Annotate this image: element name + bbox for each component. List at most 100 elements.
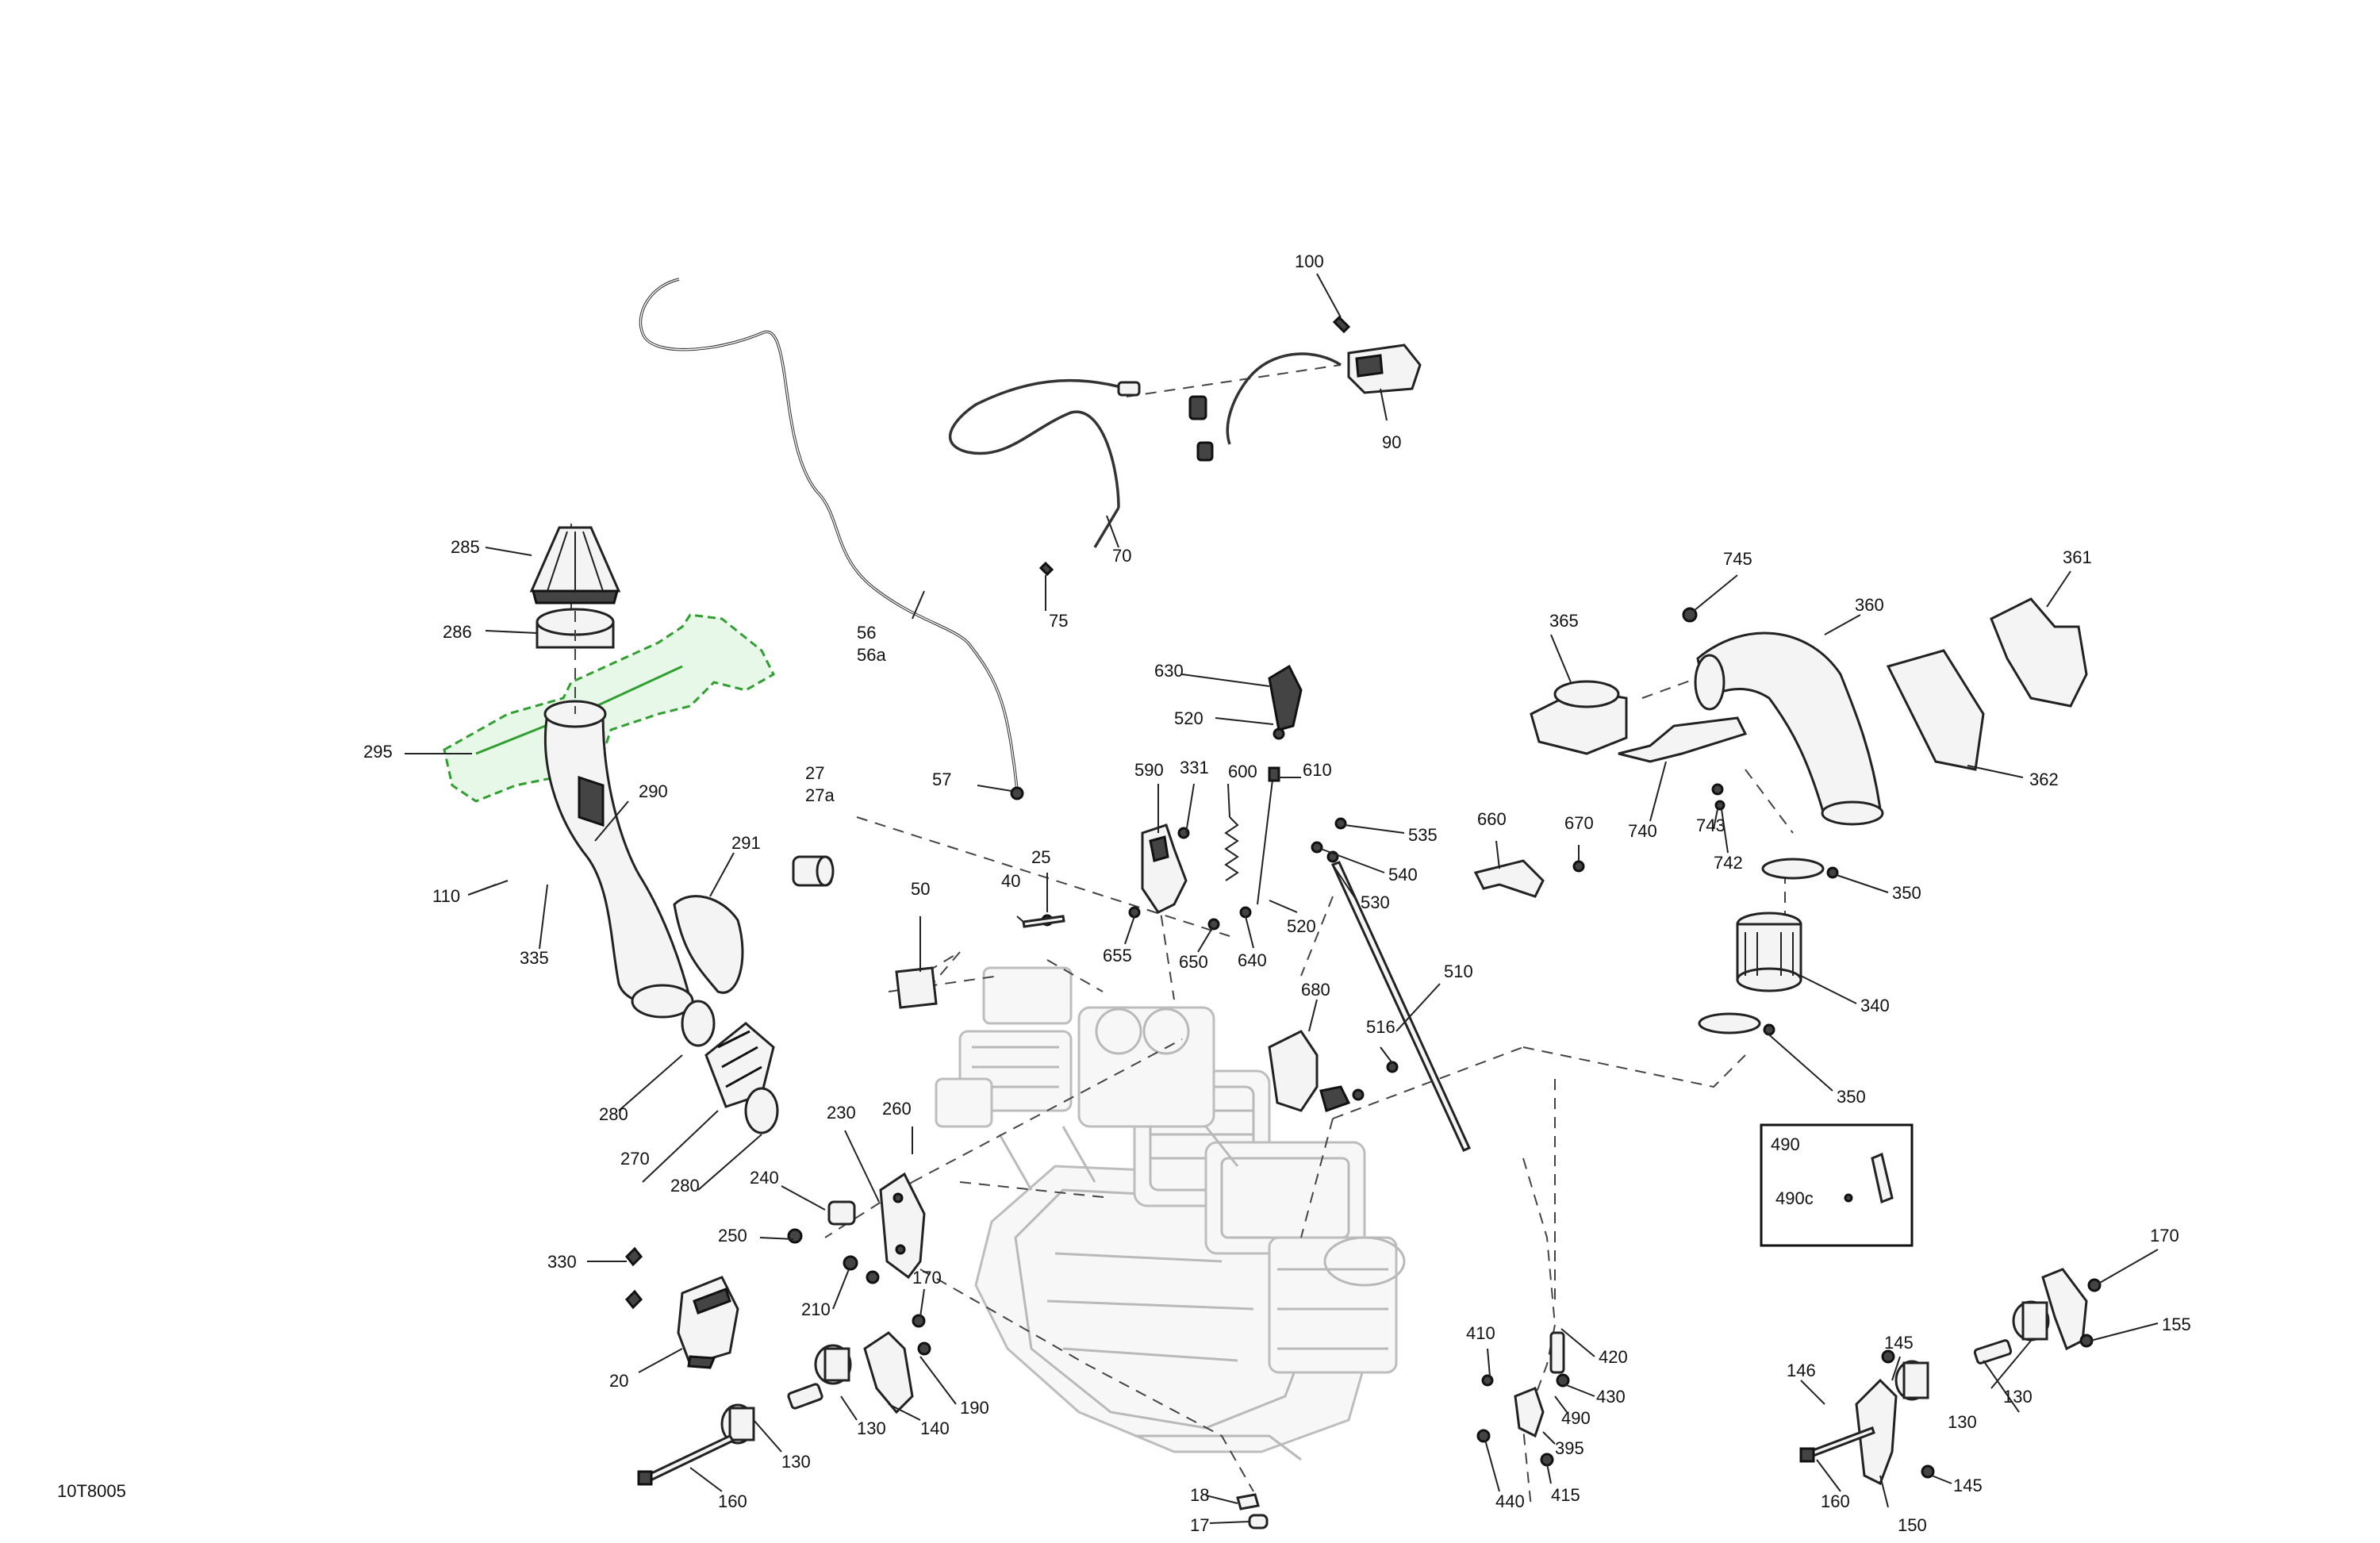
callout-516: 516 (1366, 1017, 1395, 1037)
callout-360: 360 (1855, 595, 1884, 615)
callout-410: 410 (1466, 1323, 1495, 1343)
callout-17: 17 (1190, 1515, 1209, 1535)
callout-70: 70 (1112, 546, 1131, 566)
switch-90 (1038, 315, 1422, 577)
callout-230: 230 (827, 1103, 856, 1123)
left-bolts (624, 981, 931, 1356)
bushing-240 (827, 1200, 856, 1226)
callout-210: 210 (801, 1299, 831, 1319)
callout-535: 535 (1408, 825, 1438, 845)
callout-56: 56 (857, 623, 876, 643)
bracket-150 (1855, 1378, 1898, 1486)
callout-27: 27 (805, 763, 824, 783)
callout-520b: 520 (1287, 916, 1316, 936)
callout-labels: 100 90 70 75 56 56a 57 285 286 295 290 2… (57, 251, 2191, 1535)
filter-340 (1736, 912, 1802, 992)
callout-130b: 130 (781, 1452, 811, 1472)
callout-530: 530 (1361, 892, 1390, 912)
callout-420: 420 (1599, 1347, 1628, 1367)
callout-270: 270 (620, 1149, 650, 1169)
damper-130-upper (814, 1344, 852, 1385)
mount-155 (2041, 1268, 2102, 1351)
callout-415: 415 (1551, 1485, 1580, 1505)
callout-745: 745 (1723, 549, 1752, 569)
plate-295 (443, 613, 775, 803)
callout-650: 650 (1179, 952, 1208, 972)
damper-130-lower (720, 1403, 755, 1445)
callout-110: 110 (432, 886, 460, 906)
callout-160a: 160 (718, 1491, 747, 1511)
callout-260: 260 (882, 1099, 912, 1119)
callout-600: 600 (1228, 762, 1257, 781)
callout-440: 440 (1495, 1491, 1525, 1511)
filter-285 (529, 526, 621, 605)
callout-170b: 170 (2150, 1226, 2179, 1246)
callout-90: 90 (1382, 432, 1401, 452)
callout-146: 146 (1787, 1361, 1816, 1380)
callout-335: 335 (520, 948, 549, 968)
callout-510: 510 (1444, 961, 1473, 981)
callout-361: 361 (2063, 547, 2092, 567)
bracket-660 (1473, 859, 1585, 898)
callout-286: 286 (443, 622, 472, 642)
callout-365: 365 (1549, 611, 1579, 631)
lever-630 (1268, 664, 1303, 740)
bolt-25 (1022, 915, 1065, 928)
callout-430: 430 (1596, 1387, 1626, 1407)
harness-70 (949, 352, 1342, 548)
panel-361 (1990, 597, 2088, 708)
spacer-130-right (1973, 1339, 2013, 1365)
callout-160b: 160 (1821, 1491, 1850, 1511)
callout-520a: 520 (1174, 708, 1203, 728)
center-small-parts (1041, 817, 1347, 931)
boot-270 (681, 1000, 779, 1134)
callout-291: 291 (731, 833, 761, 853)
callout-75: 75 (1049, 611, 1068, 631)
callout-340: 340 (1860, 996, 1890, 1015)
callout-20: 20 (609, 1371, 628, 1391)
callout-330: 330 (547, 1252, 577, 1272)
bolt-160-left (637, 1434, 735, 1486)
callout-490c: 490c (1775, 1188, 1814, 1208)
callout-100: 100 (1295, 251, 1324, 271)
bolt-160-right (1799, 1349, 1935, 1479)
drawing-id: 10T8005 (57, 1481, 126, 1501)
callout-170a: 170 (912, 1268, 942, 1288)
damper-130-right-upper (2012, 1300, 2050, 1341)
callout-25: 25 (1031, 847, 1050, 867)
bracket-395 (1476, 1331, 1570, 1467)
callout-490: 490 (1561, 1408, 1591, 1428)
callout-295: 295 (363, 742, 393, 762)
callout-743: 743 (1696, 816, 1726, 835)
ring-286 (536, 608, 615, 714)
callout-660: 660 (1477, 809, 1507, 829)
duct-360 (1682, 607, 1884, 826)
hardware-742-743 (1711, 783, 1726, 811)
clip-27 (792, 855, 835, 887)
callout-50: 50 (911, 879, 930, 899)
callout-130a: 130 (857, 1418, 886, 1438)
callout-395: 395 (1555, 1438, 1584, 1458)
spacer-130 (787, 1383, 823, 1410)
callout-56a: 56a (857, 645, 886, 665)
bracket-740 (1618, 716, 1748, 763)
spring-600 (1224, 816, 1239, 881)
callout-742: 742 (1714, 853, 1743, 873)
adapter-365 (1530, 680, 1628, 755)
bracket-20 (677, 1276, 739, 1369)
callout-610: 610 (1303, 760, 1332, 780)
callout-680: 680 (1301, 980, 1330, 1000)
callout-590: 590 (1134, 760, 1164, 780)
callout-27a: 27a (805, 785, 835, 805)
callout-150: 150 (1898, 1515, 1927, 1535)
callout-350b: 350 (1837, 1087, 1866, 1107)
intake-tube-290 (543, 700, 694, 1019)
clamps-350 (1698, 858, 1839, 1036)
callout-18: 18 (1190, 1485, 1209, 1505)
callout-540: 540 (1388, 865, 1418, 885)
callout-362: 362 (2029, 770, 2059, 789)
callout-155: 155 (2162, 1315, 2191, 1334)
callout-280b: 280 (670, 1176, 700, 1196)
detail-box-490 (1760, 1123, 1914, 1247)
